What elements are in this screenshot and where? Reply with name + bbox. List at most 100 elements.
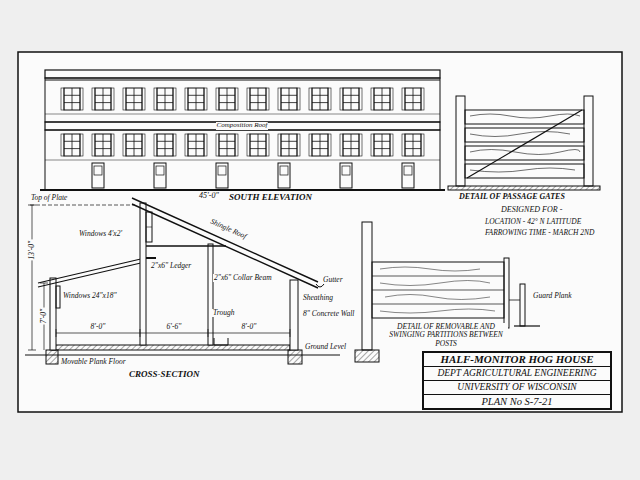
south-elevation [61,134,83,156]
annotation: Sheathing [302,294,334,302]
passage-gate-detail [456,96,465,186]
partition-detail [520,284,525,326]
south-elevation [309,134,331,156]
annotation: 45'-0" [198,192,220,201]
cross-section [50,278,56,350]
cross-section [316,284,324,287]
south-elevation [247,134,269,156]
south-elevation [92,134,114,156]
south-elevation [154,163,166,188]
annotation: Shingle Roof [208,217,248,241]
south-elevation [45,114,440,115]
partition-detail [504,258,509,328]
south-elevation [61,88,83,110]
partition-detail [514,325,540,326]
south-elevation [92,88,114,110]
cross-section [56,333,290,334]
annotation: 13'-0" [28,240,36,261]
partition-detail [372,262,504,318]
south-elevation [45,70,440,78]
cross-section [146,227,152,228]
title-block-text: UNIVERSITY OF WISCONSIN [424,381,610,395]
south-elevation [278,163,290,188]
annotation: 2"x6" Collar Beam [213,274,273,282]
south-elevation [40,189,445,191]
south-elevation [309,88,331,110]
cross-section [28,205,36,206]
annotation: 2"x6" Ledger [150,262,192,270]
south-elevation [247,88,269,110]
south-elevation [185,88,207,110]
partition-detail [362,222,372,350]
cross-section [52,345,290,350]
south-elevation [45,80,440,81]
annotation: Trough [212,309,235,317]
passage-gate-detail [448,96,600,190]
title-block-text: DEPT AGRICULTURAL ENGINEERING [424,367,610,381]
annotation: Composition Roof [216,122,269,130]
view-title: DETAIL OF PASSAGE GATES [458,193,566,202]
south-elevation [154,88,176,110]
view-title: CROSS-SECTION [128,370,201,380]
title-block: HALF-MONITOR HOG HOUSEDEPT AGRICULTURAL … [422,351,612,410]
south-elevation [45,122,440,130]
cross-section [146,245,226,247]
passage-gate-detail [584,96,593,186]
cross-section [214,338,228,345]
cross-section [208,244,213,345]
cross-section [132,198,318,288]
partition-detail [509,300,520,301]
cross-section [140,203,146,345]
cross-section [46,350,58,364]
south-elevation [154,134,176,156]
annotation: LOCATION - 42° N LATITUDE [484,218,582,226]
annotation: Movable Plank Floor [60,358,127,366]
passage-gate-detail [465,110,584,124]
cross-section [290,280,298,350]
south-elevation [216,134,238,156]
south-elevation [340,88,362,110]
sheet-border [18,52,622,412]
cross-section [32,205,33,350]
south-elevation [123,88,145,110]
view-title: DETAIL OF REMOVABLE AND SWINGING PARTITI… [384,323,508,348]
south-elevation [371,88,393,110]
drawing-title: HALF-MONITOR HOG HOUSE [424,353,610,367]
cross-section [288,350,302,364]
south-elevation [45,160,440,161]
annotation: FARROWING TIME - MARCH 2ND [484,229,595,237]
passage-gate-detail [470,114,580,172]
south-elevation [92,163,104,188]
cross-section [25,198,340,364]
annotation: 7'-0" [40,308,48,325]
annotation: 6'-6" [166,323,183,331]
south-elevation [185,134,207,156]
south-elevation [402,163,414,188]
passage-gate-detail [465,128,584,142]
passage-gate-detail [467,110,582,178]
annotation: Guard Plank [532,292,573,300]
south-elevation [45,78,440,122]
annotation: Windows 4'x2' [78,230,123,238]
cross-section [146,257,156,259]
title-block-text: PLAN No S-7-21 [424,395,610,408]
south-elevation [278,88,300,110]
cross-section [146,212,152,242]
annotation: 8'-0" [90,323,107,331]
south-elevation [45,130,440,190]
partition-detail [355,222,540,362]
south-elevation [216,88,238,110]
view-title: SOUTH ELEVATION [228,193,313,203]
south-elevation [40,70,445,190]
annotation: Top of Plate [30,194,68,202]
south-elevation [371,134,393,156]
annotation: 8'-0" [241,323,258,331]
passage-gate-detail [448,186,600,190]
south-elevation [402,134,424,156]
passage-gate-detail [465,164,584,178]
south-elevation [123,134,145,156]
south-elevation [340,134,362,156]
cross-section [30,205,135,206]
annotation: 8" Concrete Wall [302,310,355,318]
